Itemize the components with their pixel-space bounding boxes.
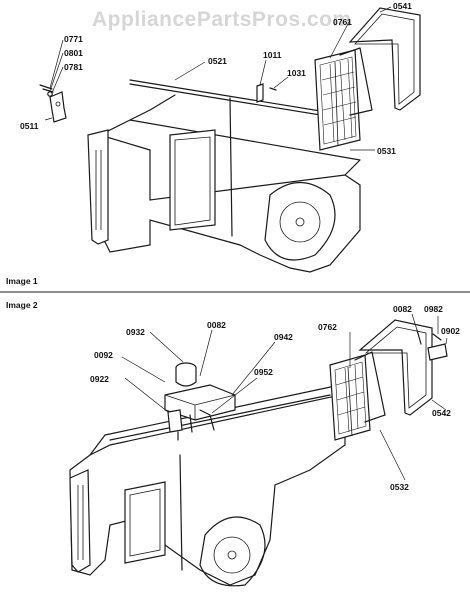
screw-1031 [269, 87, 277, 91]
image1-leaders [44, 6, 392, 121]
bracket-0511 [49, 91, 67, 123]
center-grille-2 [124, 481, 166, 564]
callout-0902: 0902 [441, 326, 460, 336]
callout-0781: 0781 [64, 62, 83, 72]
top-rail-2 [109, 394, 331, 441]
filter-holder-0542 [354, 319, 433, 423]
bracket-0902 [427, 343, 448, 361]
callout-1011: 1011 [263, 50, 282, 60]
callout-0521: 0521 [208, 56, 227, 66]
left-side-panel [87, 129, 109, 245]
washer-0781 [47, 91, 53, 97]
screw-0771 [39, 84, 53, 90]
fan-hub [295, 217, 305, 227]
callout-0532: 0532 [390, 482, 409, 492]
left-panel-detail [95, 150, 102, 230]
callout-0761: 0761 [333, 17, 352, 27]
top-rail-lower [129, 83, 346, 120]
fan-ring [279, 201, 321, 243]
fan-opening [264, 182, 336, 261]
callout-0082-left: 0082 [207, 320, 226, 330]
part-1011 [256, 83, 264, 103]
image1-assembly [39, 7, 421, 273]
callout-0942: 0942 [274, 332, 293, 342]
callout-0932: 0932 [126, 327, 145, 337]
image2-assembly [69, 319, 448, 587]
section-label-image2: Image 2 [6, 300, 38, 310]
fan-ring-2 [213, 536, 251, 574]
callout-0511: 0511 [20, 121, 39, 131]
fan-opening-2 [199, 516, 266, 587]
watermark: AppliancePartsPros.com [92, 8, 352, 31]
callout-0762: 0762 [318, 322, 337, 332]
center-grille [169, 129, 216, 231]
screw-0982 [432, 333, 442, 341]
top-rail [129, 79, 346, 116]
vertical-tube-2 [179, 454, 183, 571]
center-grille-inner [174, 136, 211, 226]
callout-0771: 0771 [64, 34, 83, 44]
screw-0801 [42, 88, 54, 93]
motor-assembly [164, 362, 236, 441]
cabinet-housing [89, 134, 361, 273]
section-label-image1: Image 1 [6, 276, 38, 286]
callout-0541: 0541 [393, 1, 412, 11]
image2-leaders [121, 313, 448, 481]
vertical-tube [229, 97, 233, 237]
callout-0952: 0952 [254, 367, 273, 377]
callout-0922: 0922 [90, 374, 109, 384]
bracket-hole [55, 101, 61, 107]
callout-0092: 0092 [94, 350, 113, 360]
cabinet-housing-2 [69, 394, 346, 586]
center-grille-inner-2 [129, 488, 161, 557]
housing-top-edge [99, 119, 361, 176]
callout-0801: 0801 [64, 48, 83, 58]
screw-0082 [416, 329, 422, 345]
callout-0082-right: 0082 [393, 304, 412, 314]
fan-hub-2 [227, 550, 237, 560]
filter-frame-0761 [314, 49, 361, 151]
callout-0542: 0542 [432, 408, 451, 418]
callout-1031: 1031 [287, 68, 306, 78]
left-side-panel-2 [69, 469, 91, 573]
left-panel-detail-2 [77, 485, 84, 560]
callout-0982: 0982 [424, 304, 443, 314]
callout-0531: 0531 [377, 146, 396, 156]
filter-frame-0762 [329, 354, 371, 441]
housing-rear-edge [129, 94, 176, 121]
